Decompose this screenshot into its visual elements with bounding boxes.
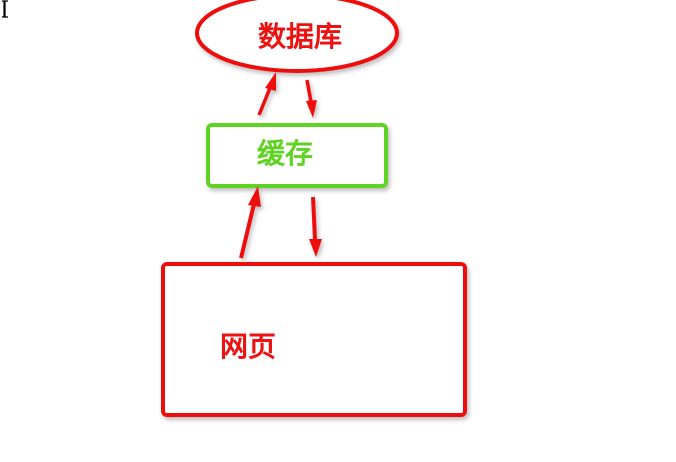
cache-rect xyxy=(206,123,388,188)
arrow-cache-to-webpage xyxy=(309,196,322,257)
cache-node: 缓存 xyxy=(206,123,388,188)
arrow-webpage-to-cache xyxy=(239,186,261,259)
text-cursor-icon xyxy=(2,0,8,18)
webpage-label: 网页 xyxy=(220,330,276,363)
webpage-rect xyxy=(161,262,467,417)
arrow-cache-to-database xyxy=(257,72,276,116)
arrow-database-to-cache xyxy=(305,79,317,118)
database-ellipse xyxy=(195,0,399,73)
webpage-node: 网页 xyxy=(161,262,467,417)
cache-label: 缓存 xyxy=(257,137,313,170)
edges xyxy=(239,72,322,259)
database-node: 数据库 xyxy=(195,0,399,73)
database-label: 数据库 xyxy=(258,20,342,53)
